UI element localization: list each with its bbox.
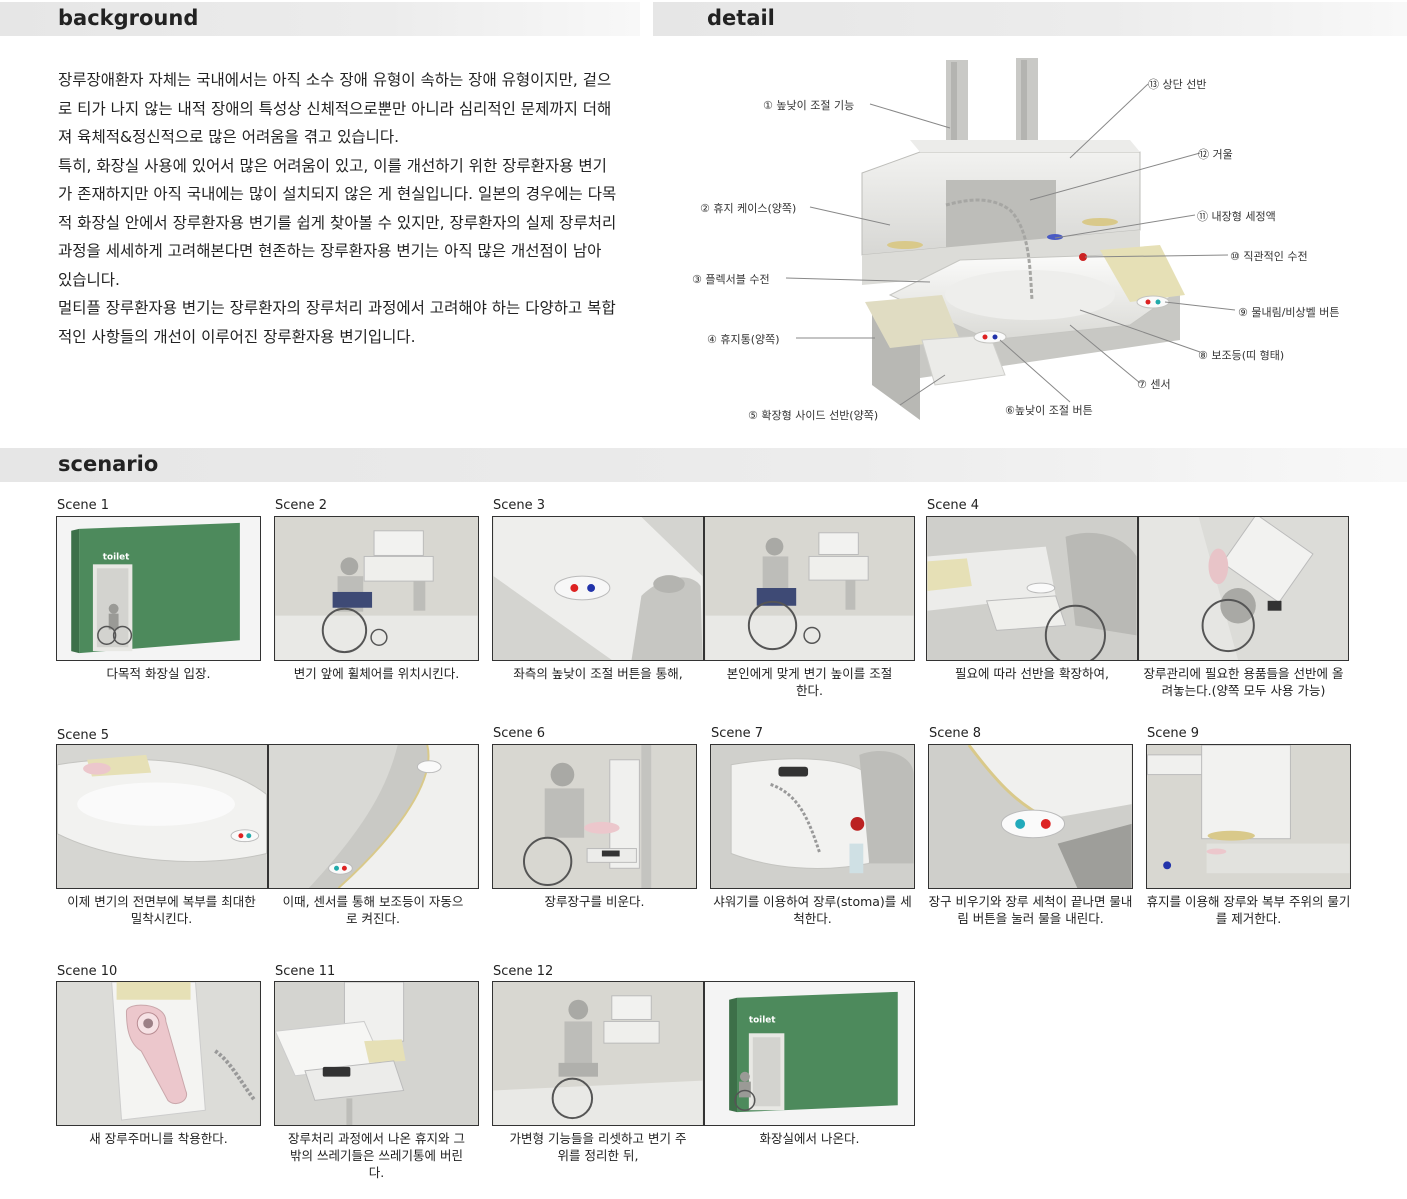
callout-aux-light: ⑧ 보조등(띠 형태) bbox=[1198, 349, 1285, 362]
scene-9-image bbox=[1146, 744, 1351, 889]
background-paragraph: 특히, 화장실 사용에 있어서 많은 어려움이 있고, 이를 개선하기 위한 장… bbox=[58, 156, 617, 289]
toilet-product-rendering bbox=[785, 58, 1236, 420]
scene-4-label: Scene 4 bbox=[927, 498, 980, 513]
scene-8-image bbox=[928, 744, 1133, 889]
callout-side-shelf: ⑤ 확장형 사이드 선반(양쪽) bbox=[748, 409, 879, 422]
scene-9-label: Scene 9 bbox=[1147, 726, 1200, 741]
scene-3b-image bbox=[704, 516, 915, 661]
callout-height-button: ⑥높낮이 조절 버튼 bbox=[1005, 404, 1093, 417]
callout-flexible-faucet: ③ 플렉서블 수전 bbox=[692, 273, 770, 286]
scene-3-label: Scene 3 bbox=[493, 498, 546, 513]
scene-11-label: Scene 11 bbox=[275, 964, 336, 979]
scene-11-image bbox=[274, 981, 479, 1126]
background-body: 장루장애환자 자체는 국내에서는 아직 소수 장애 유형이 속하는 장애 유형이… bbox=[58, 66, 618, 351]
scene-12a-image bbox=[492, 981, 704, 1126]
scene-12a-caption: 가변형 기능들을 리셋하고 변기 주위를 정리한 뒤, bbox=[509, 1131, 687, 1163]
scene-8-label: Scene 8 bbox=[929, 726, 982, 741]
callout-flush-button: ⑨ 물내림/비상벨 버튼 bbox=[1238, 306, 1340, 319]
callout-tissue-case: ② 휴지 케이스(양쪽) bbox=[700, 202, 797, 215]
scenario-header-bar: scenario bbox=[0, 448, 1407, 482]
scene-10-label: Scene 10 bbox=[57, 964, 118, 979]
callout-cleanser: ⑪ 내장형 세정액 bbox=[1197, 210, 1276, 223]
scene-7-caption: 샤워기를 이용하여 장루(stoma)를 세척한다. bbox=[713, 894, 912, 926]
toilet-sign: toilet bbox=[749, 1015, 776, 1025]
scene-2-caption: 변기 앞에 휠체어를 위치시킨다. bbox=[293, 666, 460, 681]
scenario-title: scenario bbox=[58, 452, 159, 476]
background-title: background bbox=[58, 6, 199, 30]
scene-6-image bbox=[492, 744, 697, 889]
scene-6-label: Scene 6 bbox=[493, 726, 546, 741]
scene-1-label: Scene 1 bbox=[57, 498, 110, 513]
callout-mirror: ⑫ 거울 bbox=[1198, 148, 1233, 161]
background-header-bar: background bbox=[0, 2, 640, 36]
callout-top-shelf: ⑬ 상단 선반 bbox=[1148, 78, 1207, 91]
scene-4a-caption: 필요에 따라 선반을 확장하여, bbox=[955, 666, 1109, 681]
scene-7-image bbox=[710, 744, 915, 889]
callout-trash-bin: ④ 휴지통(양쪽) bbox=[707, 333, 780, 346]
scene-6-caption: 장루장구를 비운다. bbox=[544, 894, 645, 909]
scene-3a-image bbox=[492, 516, 704, 661]
scene-12b-caption: 화장실에서 나온다. bbox=[759, 1131, 860, 1146]
callout-height-adjust: ① 높낮이 조절 기능 bbox=[763, 99, 855, 112]
scene-7-label: Scene 7 bbox=[711, 726, 764, 741]
scene-5a-image bbox=[56, 744, 268, 889]
callout-faucet: ⑩ 직관적인 수전 bbox=[1230, 250, 1308, 263]
detail-title: detail bbox=[707, 6, 775, 30]
scene-4b-image bbox=[1138, 516, 1349, 661]
scene-11-caption: 장루처리 과정에서 나온 휴지와 그 밖의 쓰레기들은 쓰레기통에 버린다. bbox=[288, 1131, 465, 1180]
scene-4b-caption: 장루관리에 필요한 용품들을 선반에 올려놓는다.(양쪽 모두 사용 가능) bbox=[1143, 666, 1344, 698]
scene-12b-image: toilet bbox=[704, 981, 915, 1126]
scene-3a-caption: 좌측의 높낮이 조절 버튼을 통해, bbox=[513, 666, 683, 681]
scene-2-label: Scene 2 bbox=[275, 498, 328, 513]
scene-10-caption: 새 장루주머니를 착용한다. bbox=[89, 1131, 228, 1146]
toilet-sign: toilet bbox=[103, 552, 130, 562]
scene-5b-image bbox=[268, 744, 479, 889]
background-paragraph: 장루장애환자 자체는 국내에서는 아직 소수 장애 유형이 속하는 장애 유형이… bbox=[58, 71, 612, 146]
scene-3b-caption: 본인에게 맞게 변기 높이를 조절한다. bbox=[726, 666, 893, 698]
scene-5-label: Scene 5 bbox=[57, 728, 110, 743]
detail-header-bar: detail bbox=[653, 2, 1407, 36]
scene-4a-image bbox=[926, 516, 1138, 661]
scene-5a-caption: 이제 변기의 전면부에 복부를 최대한 밀착시킨다. bbox=[67, 894, 256, 926]
callout-sensor: ⑦ 센서 bbox=[1137, 378, 1171, 391]
scene-1-image: toilet bbox=[56, 516, 261, 661]
scene-2-image bbox=[274, 516, 479, 661]
scene-1-caption: 다목적 화장실 입장. bbox=[106, 666, 211, 681]
scene-8-caption: 장구 비우기와 장루 세척이 끝나면 물내림 버튼을 눌러 물을 내린다. bbox=[928, 894, 1133, 926]
background-paragraph: 멀티플 장루환자용 변기는 장루환자의 장루처리 과정에서 고려해야 하는 다양… bbox=[58, 299, 616, 346]
scene-5b-caption: 이때, 센서를 통해 보조등이 자동으로 켜진다. bbox=[282, 894, 464, 926]
scene-9-caption: 휴지를 이용해 장루와 복부 주위의 물기를 제거한다. bbox=[1146, 894, 1351, 926]
scene-10-image bbox=[56, 981, 261, 1126]
scene-12-label: Scene 12 bbox=[493, 964, 554, 979]
